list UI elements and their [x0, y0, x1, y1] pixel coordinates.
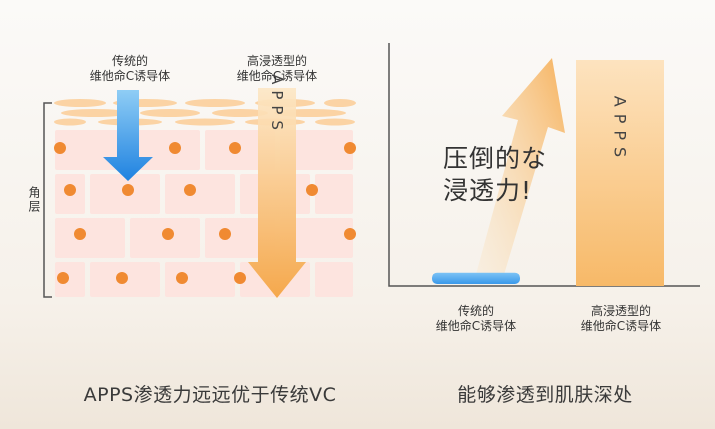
right-apps-label: 高浸透型的 维他命C诱导体	[580, 304, 662, 333]
cell-nuclei	[54, 142, 356, 284]
rising-arrow	[475, 58, 565, 278]
apps-bar	[576, 60, 664, 286]
comparison-chart: APPS	[388, 43, 700, 287]
overlay-text-line2: 浸透力!	[443, 176, 533, 205]
lipid-layer	[54, 99, 356, 126]
apps-bar-text: APPS	[611, 96, 630, 164]
apps-arrow-text: APPS	[268, 74, 286, 136]
traditional-penetration-arrow	[103, 90, 153, 181]
right-caption: 能够渗透到肌肤深处	[457, 384, 633, 406]
left-traditional-label: 传统的 维他命C诱导体	[89, 54, 171, 83]
overlay-text: 压倒的な 浸透力!	[443, 143, 547, 207]
right-traditional-label: 传统的 维他命C诱导体	[435, 304, 517, 333]
cell-grid	[55, 130, 353, 297]
left-caption: APPS渗透力远远优于传统VC	[83, 384, 337, 406]
stratum-bracket	[43, 102, 52, 298]
apps-penetration-arrow	[248, 88, 306, 298]
skin-diagram: APPS	[43, 74, 356, 298]
stratum-corneum-label: 角层	[27, 186, 41, 214]
traditional-bar	[432, 272, 520, 284]
left-apps-label: 高浸透型的 维他命C诱导体	[236, 54, 318, 83]
overlay-text-line1: 压倒的な	[443, 144, 548, 173]
